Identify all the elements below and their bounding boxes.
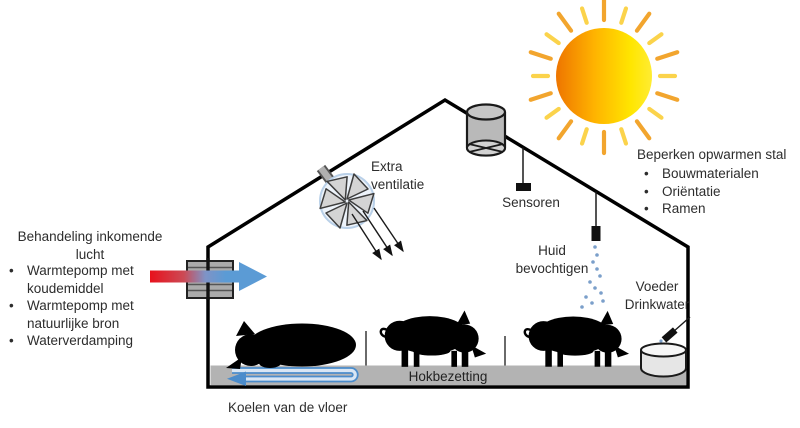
list-item: • Waterverdamping <box>6 332 178 350</box>
label-behandeling-title: Behandeling inkomende lucht <box>17 229 163 262</box>
bullet-icon: • <box>644 166 649 181</box>
fan-airflow-arrows <box>351 207 404 261</box>
label-huid-bevochtigen: Huid bevochtigen <box>515 243 589 276</box>
list-beperken: • Bouwmaterialen • Oriëntatie • Ramen <box>641 165 796 218</box>
label-extra-ventilatie: Extra ventilatie <box>371 159 425 192</box>
water-drops <box>580 245 605 309</box>
barn-outline <box>206 97 690 389</box>
label-koelen-vloer: Koelen van de vloer <box>228 400 348 415</box>
chimney-fan-icon <box>465 103 507 157</box>
bullet-icon: • <box>644 183 649 199</box>
pig-silhouette-lying <box>226 321 356 369</box>
list-item: • Oriëntatie <box>641 183 796 201</box>
label-voeder-drinkwater: Voeder Drinkwater <box>624 279 690 312</box>
sun-icon <box>528 0 680 156</box>
label-beperken-title: Beperken opwarmen stal <box>637 147 787 162</box>
fan-icon <box>316 164 375 229</box>
water-trough-icon <box>640 342 687 378</box>
list-item: • Warmtepomp met koudemiddel <box>6 262 178 297</box>
list-item: • Warmtepomp met natuurlijke bron <box>6 297 178 332</box>
drink-nipple-icon <box>661 316 691 343</box>
list-item: • Ramen <box>641 200 796 218</box>
list-behandeling: • Warmtepomp met koudemiddel • Warmtepom… <box>6 262 178 350</box>
bullet-icon: • <box>9 298 14 314</box>
sprinkler-icon <box>591 191 601 241</box>
sensor-icon <box>516 147 531 191</box>
bullet-icon: • <box>9 333 14 349</box>
cooling-pipe-icon <box>227 367 359 386</box>
label-sensoren: Sensoren <box>502 195 560 210</box>
bullet-icon: • <box>9 263 14 278</box>
inlet-air-arrow <box>150 262 267 291</box>
list-item: • Bouwmaterialen <box>641 165 796 183</box>
bullet-icon: • <box>644 201 649 217</box>
label-hokbezetting: Hokbezetting <box>408 369 488 384</box>
